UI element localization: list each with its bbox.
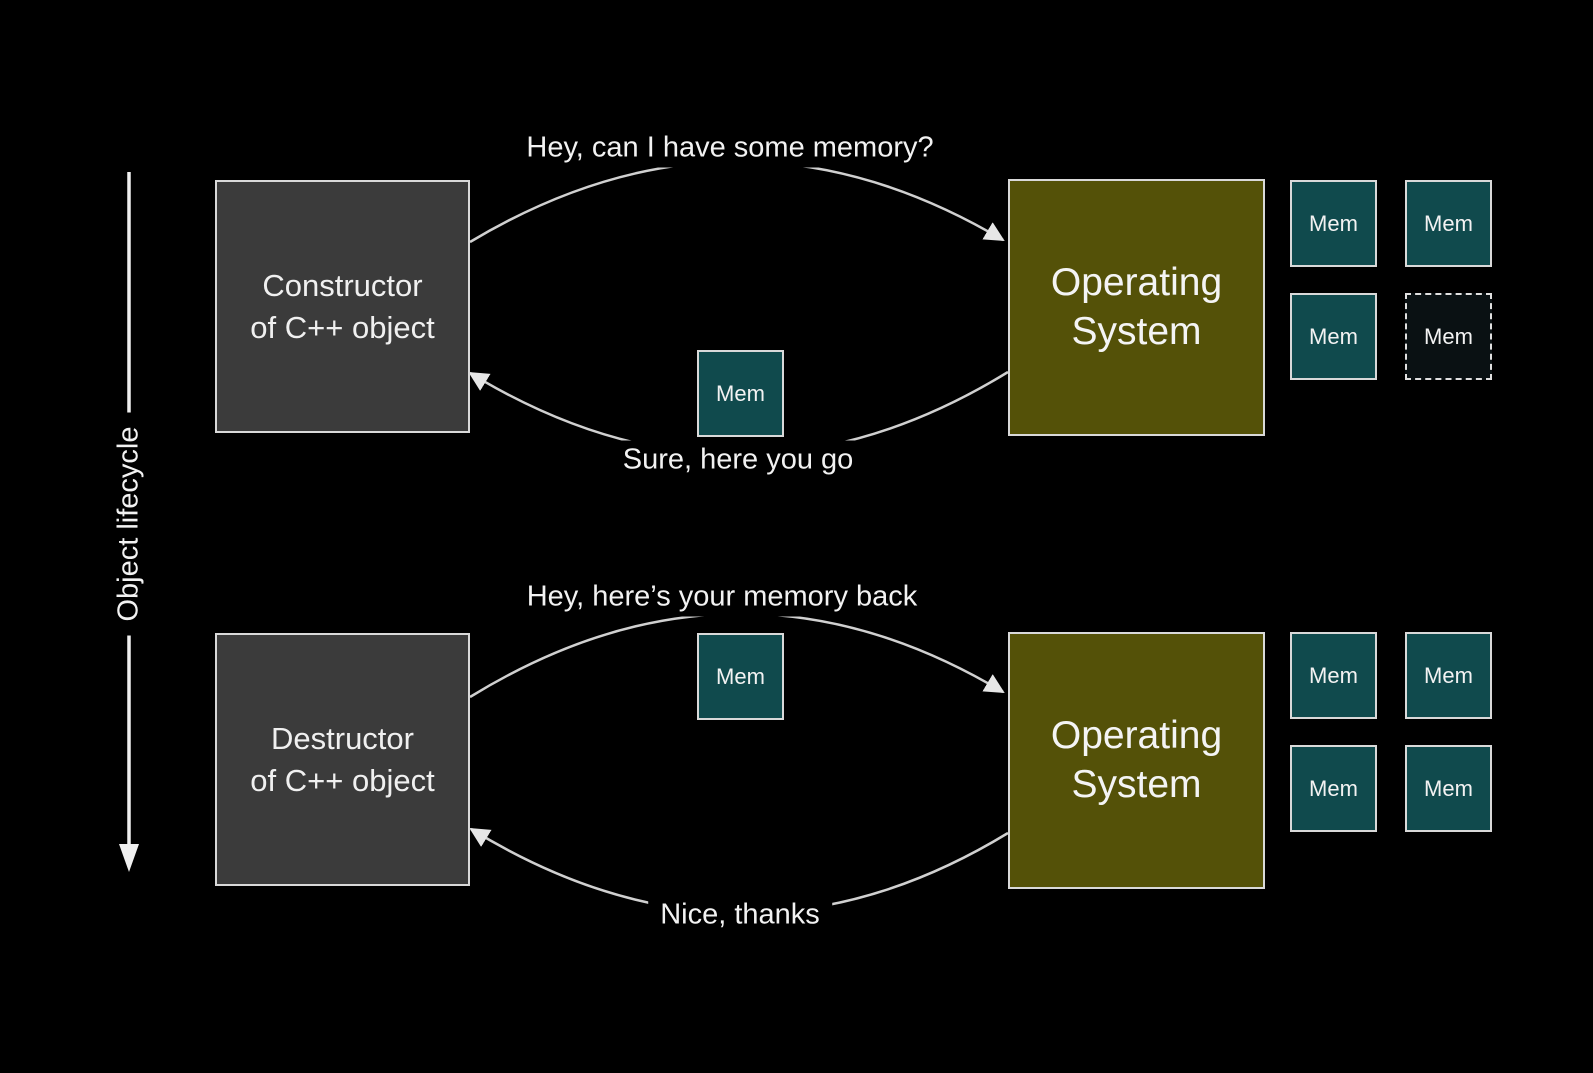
mem-block-transfer-bottom: Mem [697, 633, 784, 720]
os-box-bottom: Operating System [1008, 632, 1265, 889]
mem-label: Mem [1424, 662, 1473, 688]
destructor-box: Destructor of C++ object [215, 633, 470, 886]
mem-pool-top-cell-2: Mem [1405, 180, 1492, 267]
mem-pool-top-cell-4-freed: Mem [1405, 293, 1492, 380]
os-bottom-label-line2: System [1071, 762, 1202, 806]
mem-label: Mem [1309, 210, 1358, 236]
os-top-label-line1: Operating [1050, 260, 1223, 304]
mem-label: Mem [1424, 210, 1473, 236]
constructor-label-line1: Constructor [262, 267, 423, 303]
mem-pool-top-cell-1: Mem [1290, 180, 1377, 267]
mem-pool-bottom-cell-2: Mem [1405, 632, 1492, 719]
grant-memory-label: Sure, here you go [610, 440, 866, 480]
mem-label: Mem [1424, 775, 1473, 801]
mem-label: Mem [716, 663, 765, 689]
constructor-label-line2: of C++ object [250, 309, 435, 345]
object-lifecycle-label: Object lifecycle [112, 412, 146, 636]
request-memory-label: Hey, can I have some memory? [514, 128, 946, 168]
return-memory-label: Hey, here’s your memory back [514, 577, 930, 617]
os-box-top: Operating System [1008, 179, 1265, 436]
mem-pool-top-cell-3: Mem [1290, 293, 1377, 380]
mem-pool-bottom-cell-3: Mem [1290, 745, 1377, 832]
mem-label: Mem [1309, 323, 1358, 349]
arrow-request-memory [469, 160, 1005, 244]
mem-pool-bottom-cell-4: Mem [1405, 745, 1492, 832]
mem-label: Mem [1424, 323, 1473, 349]
mem-label: Mem [716, 380, 765, 406]
os-bottom-label-line1: Operating [1050, 713, 1223, 757]
constructor-box: Constructor of C++ object [215, 180, 470, 433]
os-top-label-line2: System [1071, 309, 1202, 353]
mem-label: Mem [1309, 775, 1358, 801]
mem-label: Mem [1309, 662, 1358, 688]
destructor-label-line2: of C++ object [250, 762, 435, 798]
destructor-label-line1: Destructor [271, 720, 414, 756]
mem-pool-bottom-cell-1: Mem [1290, 632, 1377, 719]
thanks-label: Nice, thanks [648, 895, 832, 935]
mem-block-transfer-top: Mem [697, 350, 784, 437]
